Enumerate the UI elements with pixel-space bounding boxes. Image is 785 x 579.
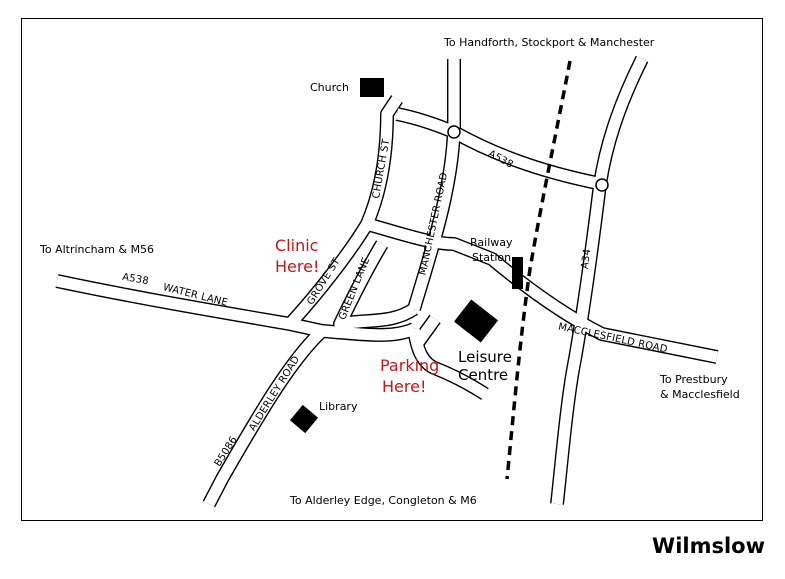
leisure-centre-building bbox=[453, 299, 499, 343]
railway-line bbox=[505, 60, 572, 480]
destination-south: To Alderley Edge, Congleton & M6 bbox=[290, 494, 477, 507]
parking-annotation-line2: Here! bbox=[382, 377, 427, 396]
place-label-centre: Centre bbox=[458, 366, 509, 384]
a34 bbox=[550, 55, 649, 505]
map-frame: .r { fill:none; stroke:#000; stroke-widt… bbox=[21, 18, 763, 521]
place-label-library: Library bbox=[319, 400, 358, 413]
clinic-annotation-line1: Clinic bbox=[275, 236, 319, 255]
road-fills bbox=[55, 56, 719, 507]
place-label-railway: Railway bbox=[470, 236, 513, 249]
destination-east-line2: & Macclesfield bbox=[660, 388, 740, 401]
library-building bbox=[289, 404, 319, 434]
destination-north: To Handforth, Stockport & Manchester bbox=[444, 36, 655, 49]
church-building bbox=[360, 78, 384, 97]
roundabout-a34 bbox=[595, 178, 609, 192]
place-label-station: Station bbox=[472, 251, 512, 264]
destination-east-line1: To Prestbury bbox=[660, 373, 728, 386]
place-label-church: Church bbox=[310, 81, 349, 94]
destination-west: To Altrincham & M56 bbox=[40, 243, 155, 256]
place-label-leisure: Leisure bbox=[458, 348, 512, 366]
railway-station-building bbox=[512, 257, 523, 289]
roundabout-north bbox=[447, 125, 461, 139]
road-map: .r { fill:none; stroke:#000; stroke-widt… bbox=[55, 55, 719, 508]
page-title: Wilmslow bbox=[652, 534, 765, 558]
parking-annotation-line1: Parking bbox=[380, 356, 440, 375]
clinic-annotation-line2: Here! bbox=[275, 257, 320, 276]
